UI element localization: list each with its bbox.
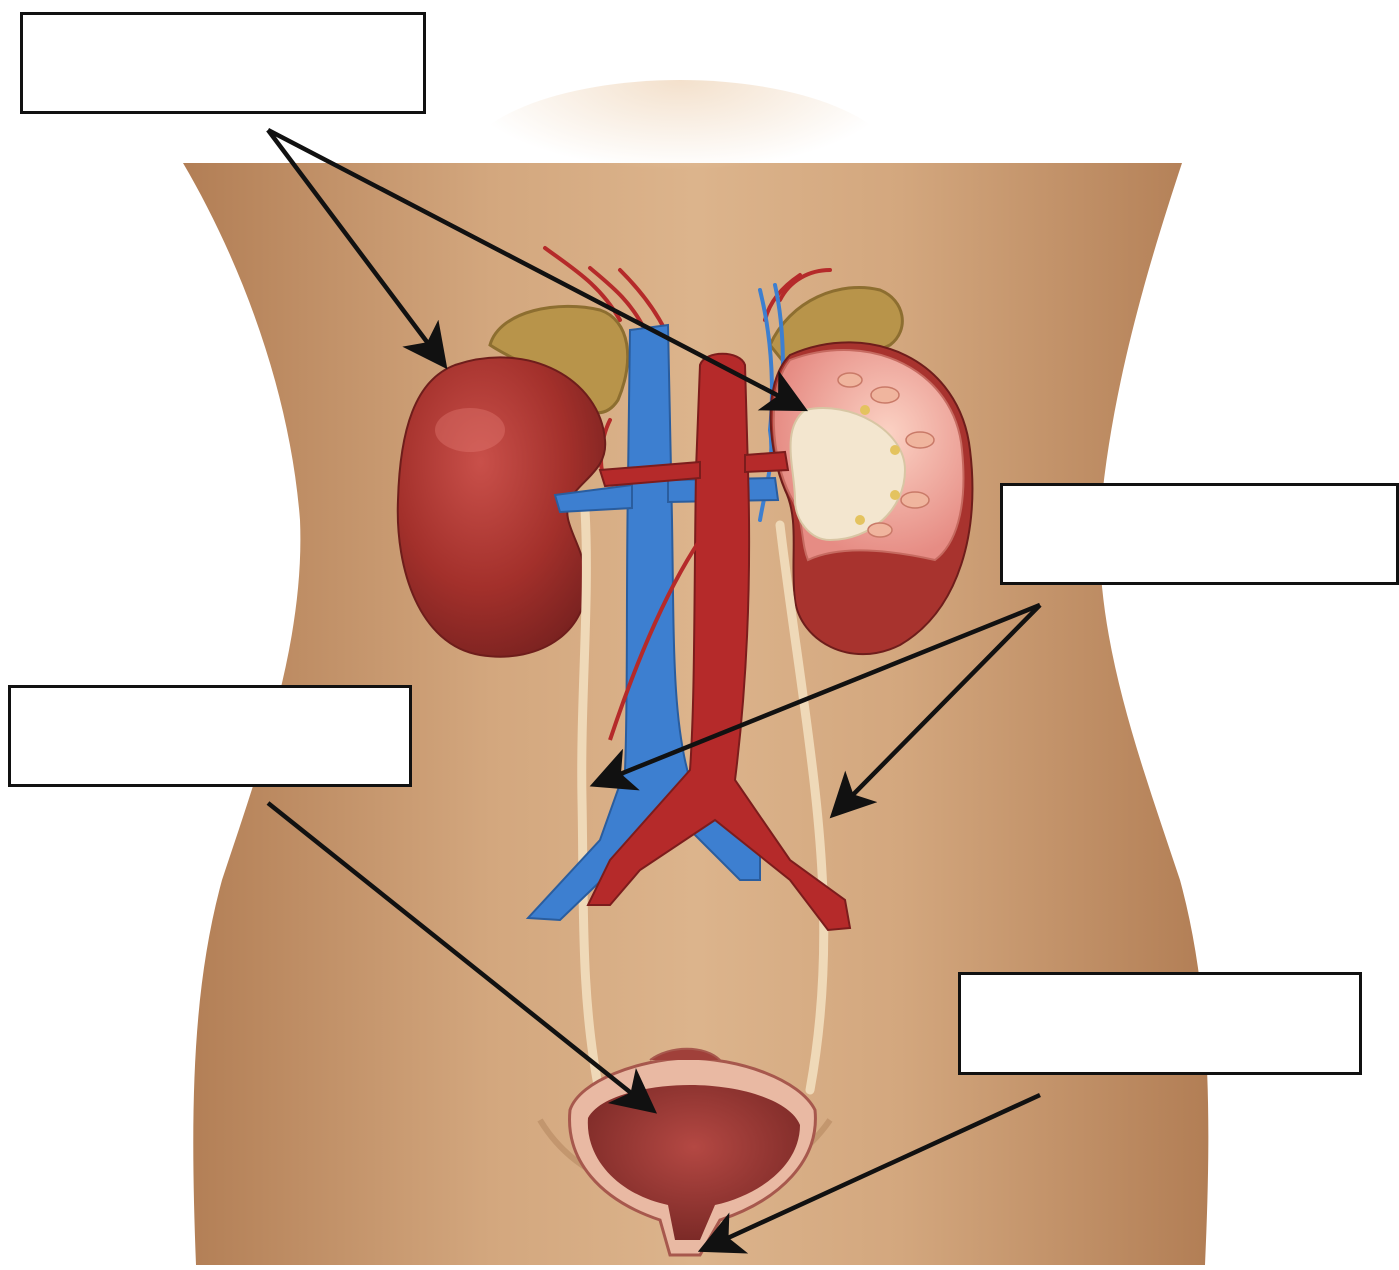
renal-artery-right xyxy=(745,452,788,472)
kidney-left-highlight xyxy=(435,408,505,452)
label-box-right[interactable] xyxy=(1000,483,1399,585)
torso-highlight xyxy=(460,80,900,260)
label-box-top-left[interactable] xyxy=(20,12,426,114)
label-box-mid-left[interactable] xyxy=(8,685,412,787)
label-box-bottom-right[interactable] xyxy=(958,972,1362,1075)
